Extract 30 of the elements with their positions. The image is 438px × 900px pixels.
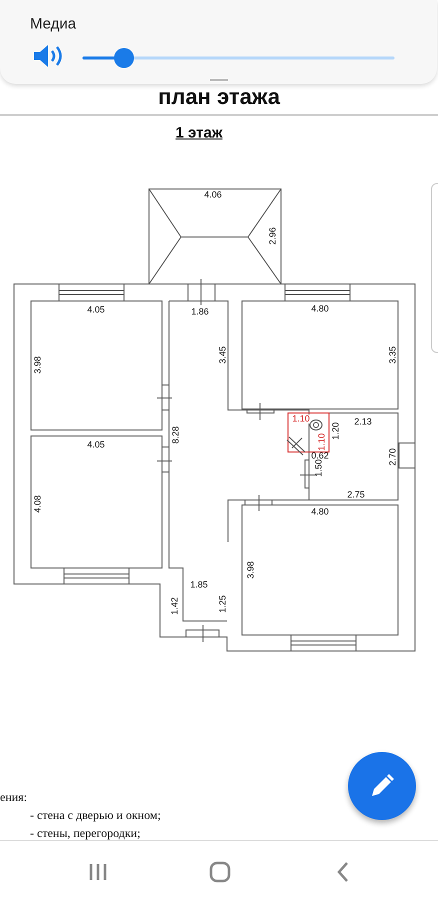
dimension-label: 3.35	[388, 346, 398, 364]
dimension-label: 3.98	[246, 561, 256, 579]
dimension-label: 4.05	[87, 306, 105, 314]
legend-item: - стена с дверью и окном;	[30, 809, 161, 821]
dimension-label: 1.10	[318, 433, 326, 451]
dimension-label: 4.08	[34, 495, 42, 513]
floor-heading: 1 этаж	[176, 126, 222, 140]
dimension-label: 2.96	[268, 227, 278, 245]
dimension-label: 1.42	[170, 597, 180, 615]
dimension-label: 8.28	[172, 426, 180, 444]
dimension-label: 1.86	[191, 308, 209, 316]
dimension-label: 4.06	[204, 190, 222, 200]
dimension-label: 1.50	[314, 459, 324, 477]
dimension-label: 1.25	[218, 595, 228, 613]
dimension-label: 2.13	[354, 418, 372, 426]
dimension-label: 4.05	[87, 440, 105, 450]
dimension-label: 1.85	[190, 580, 208, 590]
dimension-label: 1.20	[332, 422, 340, 440]
dimension-label: 1.10	[292, 414, 310, 424]
legend-heading: ения:	[0, 791, 28, 803]
dimension-label: 0.62	[311, 452, 329, 460]
dimension-label: 4.80	[311, 508, 329, 516]
dimension-label: 2.70	[388, 448, 398, 466]
dimension-label: 4.80	[311, 304, 329, 314]
page-title: план этажа	[158, 86, 280, 108]
dimension-label: 2.75	[347, 490, 365, 500]
legend-item: - стены, перегородки;	[30, 827, 140, 839]
dimension-label: 3.45	[218, 346, 228, 364]
dimension-label: 3.98	[34, 356, 42, 374]
media-label: Медиа	[30, 16, 76, 32]
